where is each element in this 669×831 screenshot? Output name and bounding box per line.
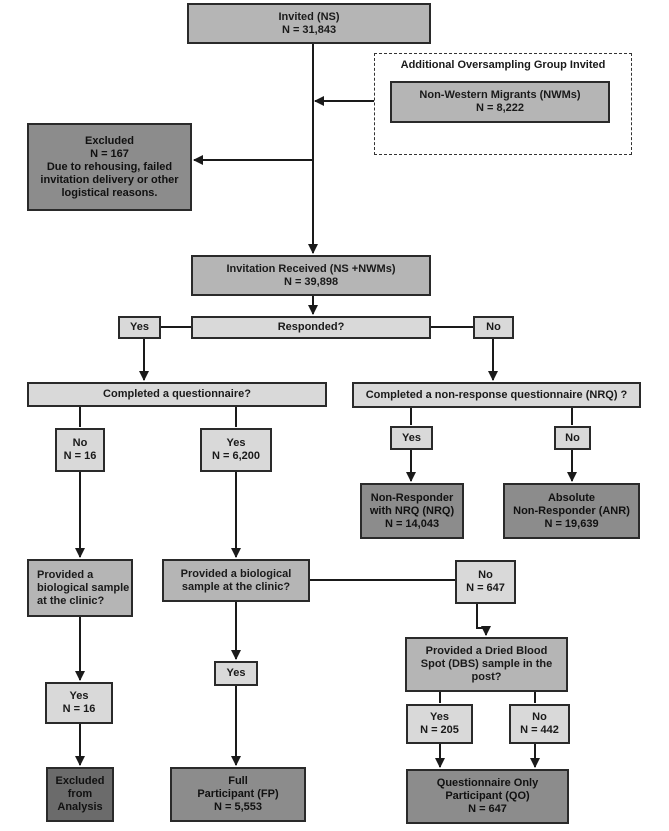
dbs-yes-count: N = 205 [420, 724, 459, 736]
excluded-analysis-box: Excluded from Analysis [46, 767, 114, 822]
bio-center-line2: sample at the clinic? [181, 580, 291, 593]
excluded-reason-line2: invitation delivery or other [40, 173, 179, 186]
responded-yes-label: Yes [130, 321, 149, 333]
nonresponder-nrq-line2: with NRQ (NRQ) [369, 504, 455, 517]
responded-question: Responded? [277, 321, 345, 333]
bio-no-count: N = 647 [466, 582, 505, 594]
full-participant-count: N = 5,553 [213, 801, 262, 813]
bio-center-line1: Provided a biological [180, 567, 292, 580]
oversampling-title: Additional Oversampling Group Invited [400, 59, 606, 71]
bio-center-yes-box: Yes [214, 661, 258, 686]
questionnaire-no-label: No [72, 437, 88, 449]
questionnaire-yes-box: Yes N = 6,200 [200, 428, 272, 472]
received-count: N = 39,898 [283, 275, 339, 288]
excluded-count: N = 167 [90, 147, 129, 160]
bio-left-yes-count: N = 16 [62, 703, 96, 715]
excluded-analysis-line2: from [67, 788, 93, 800]
questionnaire-only-count: N = 647 [468, 803, 507, 815]
invited-box: Invited (NS) N = 31,843 [187, 3, 431, 44]
dbs-yes-label: Yes [430, 711, 449, 723]
bio-sample-left-box: Provided a biological sample at the clin… [27, 559, 133, 617]
dbs-no-label: No [532, 711, 547, 723]
excluded-title: Excluded [85, 134, 134, 147]
received-title: Invitation Received (NS +NWMs) [226, 262, 396, 275]
bio-left-line3: at the clinic? [37, 594, 105, 607]
bio-sample-center-box: Provided a biological sample at the clin… [162, 559, 310, 602]
bio-center-yes-label: Yes [226, 667, 246, 679]
nrq-yes-box: Yes [390, 426, 433, 450]
nwm-box: Non-Western Migrants (NWMs) N = 8,222 [390, 81, 610, 123]
absolute-nonresponder-line2: Non-Responder (ANR) [513, 504, 630, 517]
bio-left-yes-label: Yes [69, 690, 89, 702]
invitation-received-box: Invitation Received (NS +NWMs) N = 39,89… [191, 255, 431, 296]
responded-yes-box: Yes [118, 316, 161, 339]
nonresponder-nrq-line1: Non-Responder [370, 491, 454, 504]
bio-left-yes-box: Yes N = 16 [45, 682, 113, 724]
dbs-line2: Spot (DBS) sample in the [420, 658, 553, 670]
nrq-question: Completed a non-response questionnaire (… [365, 388, 628, 401]
excluded-reason-line3: logistical reasons. [61, 186, 158, 199]
questionnaire-no-count: N = 16 [63, 450, 97, 462]
dbs-question-box: Provided a Dried Blood Spot (DBS) sample… [405, 637, 568, 692]
nwm-title: Non-Western Migrants (NWMs) [419, 89, 581, 101]
full-participant-box: Full Participant (FP) N = 5,553 [170, 767, 306, 822]
arrow-no-to-dbs [476, 604, 491, 636]
nrq-yes-label: Yes [402, 431, 421, 444]
nonresponder-nrq-count: N = 14,043 [384, 517, 440, 530]
invited-title: Invited (NS) [278, 10, 340, 23]
nonresponder-nrq-box: Non-Responder with NRQ (NRQ) N = 14,043 [360, 483, 464, 539]
questionnaire-question-box: Completed a questionnaire? [27, 382, 327, 407]
questionnaire-question: Completed a questionnaire? [103, 388, 251, 400]
nwm-count: N = 8,222 [475, 102, 524, 114]
questionnaire-yes-count: N = 6,200 [211, 450, 260, 462]
nrq-question-box: Completed a non-response questionnaire (… [352, 382, 641, 408]
excluded-box: Excluded N = 167 Due to rehousing, faile… [27, 123, 192, 211]
dbs-no-count: N = 442 [520, 724, 559, 736]
full-participant-line2: Participant (FP) [197, 788, 279, 800]
dbs-no-box: No N = 442 [509, 704, 570, 744]
nrq-no-label: No [565, 431, 580, 444]
absolute-nonresponder-box: Absolute Non-Responder (ANR) N = 19,639 [503, 483, 640, 539]
excluded-analysis-line1: Excluded [55, 775, 105, 787]
questionnaire-yes-label: Yes [226, 437, 246, 449]
bio-no-box: No N = 647 [455, 560, 516, 604]
absolute-nonresponder-line1: Absolute [547, 491, 596, 504]
dbs-line3: post? [471, 671, 502, 683]
bio-left-line1: Provided a [37, 568, 94, 581]
bio-no-label: No [478, 569, 493, 581]
full-participant-line1: Full [228, 775, 248, 787]
absolute-nonresponder-count: N = 19,639 [544, 517, 599, 530]
questionnaire-only-line1: Questionnaire Only [436, 777, 539, 789]
invited-count: N = 31,843 [281, 23, 337, 36]
questionnaire-only-box: Questionnaire Only Participant (QO) N = … [406, 769, 569, 824]
questionnaire-no-box: No N = 16 [55, 428, 105, 472]
excluded-analysis-line3: Analysis [57, 801, 103, 813]
excluded-reason-line1: Due to rehousing, failed [46, 160, 173, 173]
dbs-yes-box: Yes N = 205 [406, 704, 473, 744]
dbs-line1: Provided a Dried Blood [425, 645, 548, 657]
questionnaire-only-line2: Participant (QO) [445, 790, 530, 802]
responded-no-label: No [486, 321, 501, 333]
responded-no-box: No [473, 316, 514, 339]
bio-left-line2: biological sample [37, 581, 130, 594]
nrq-no-box: No [554, 426, 591, 450]
responded-question-box: Responded? [191, 316, 431, 339]
